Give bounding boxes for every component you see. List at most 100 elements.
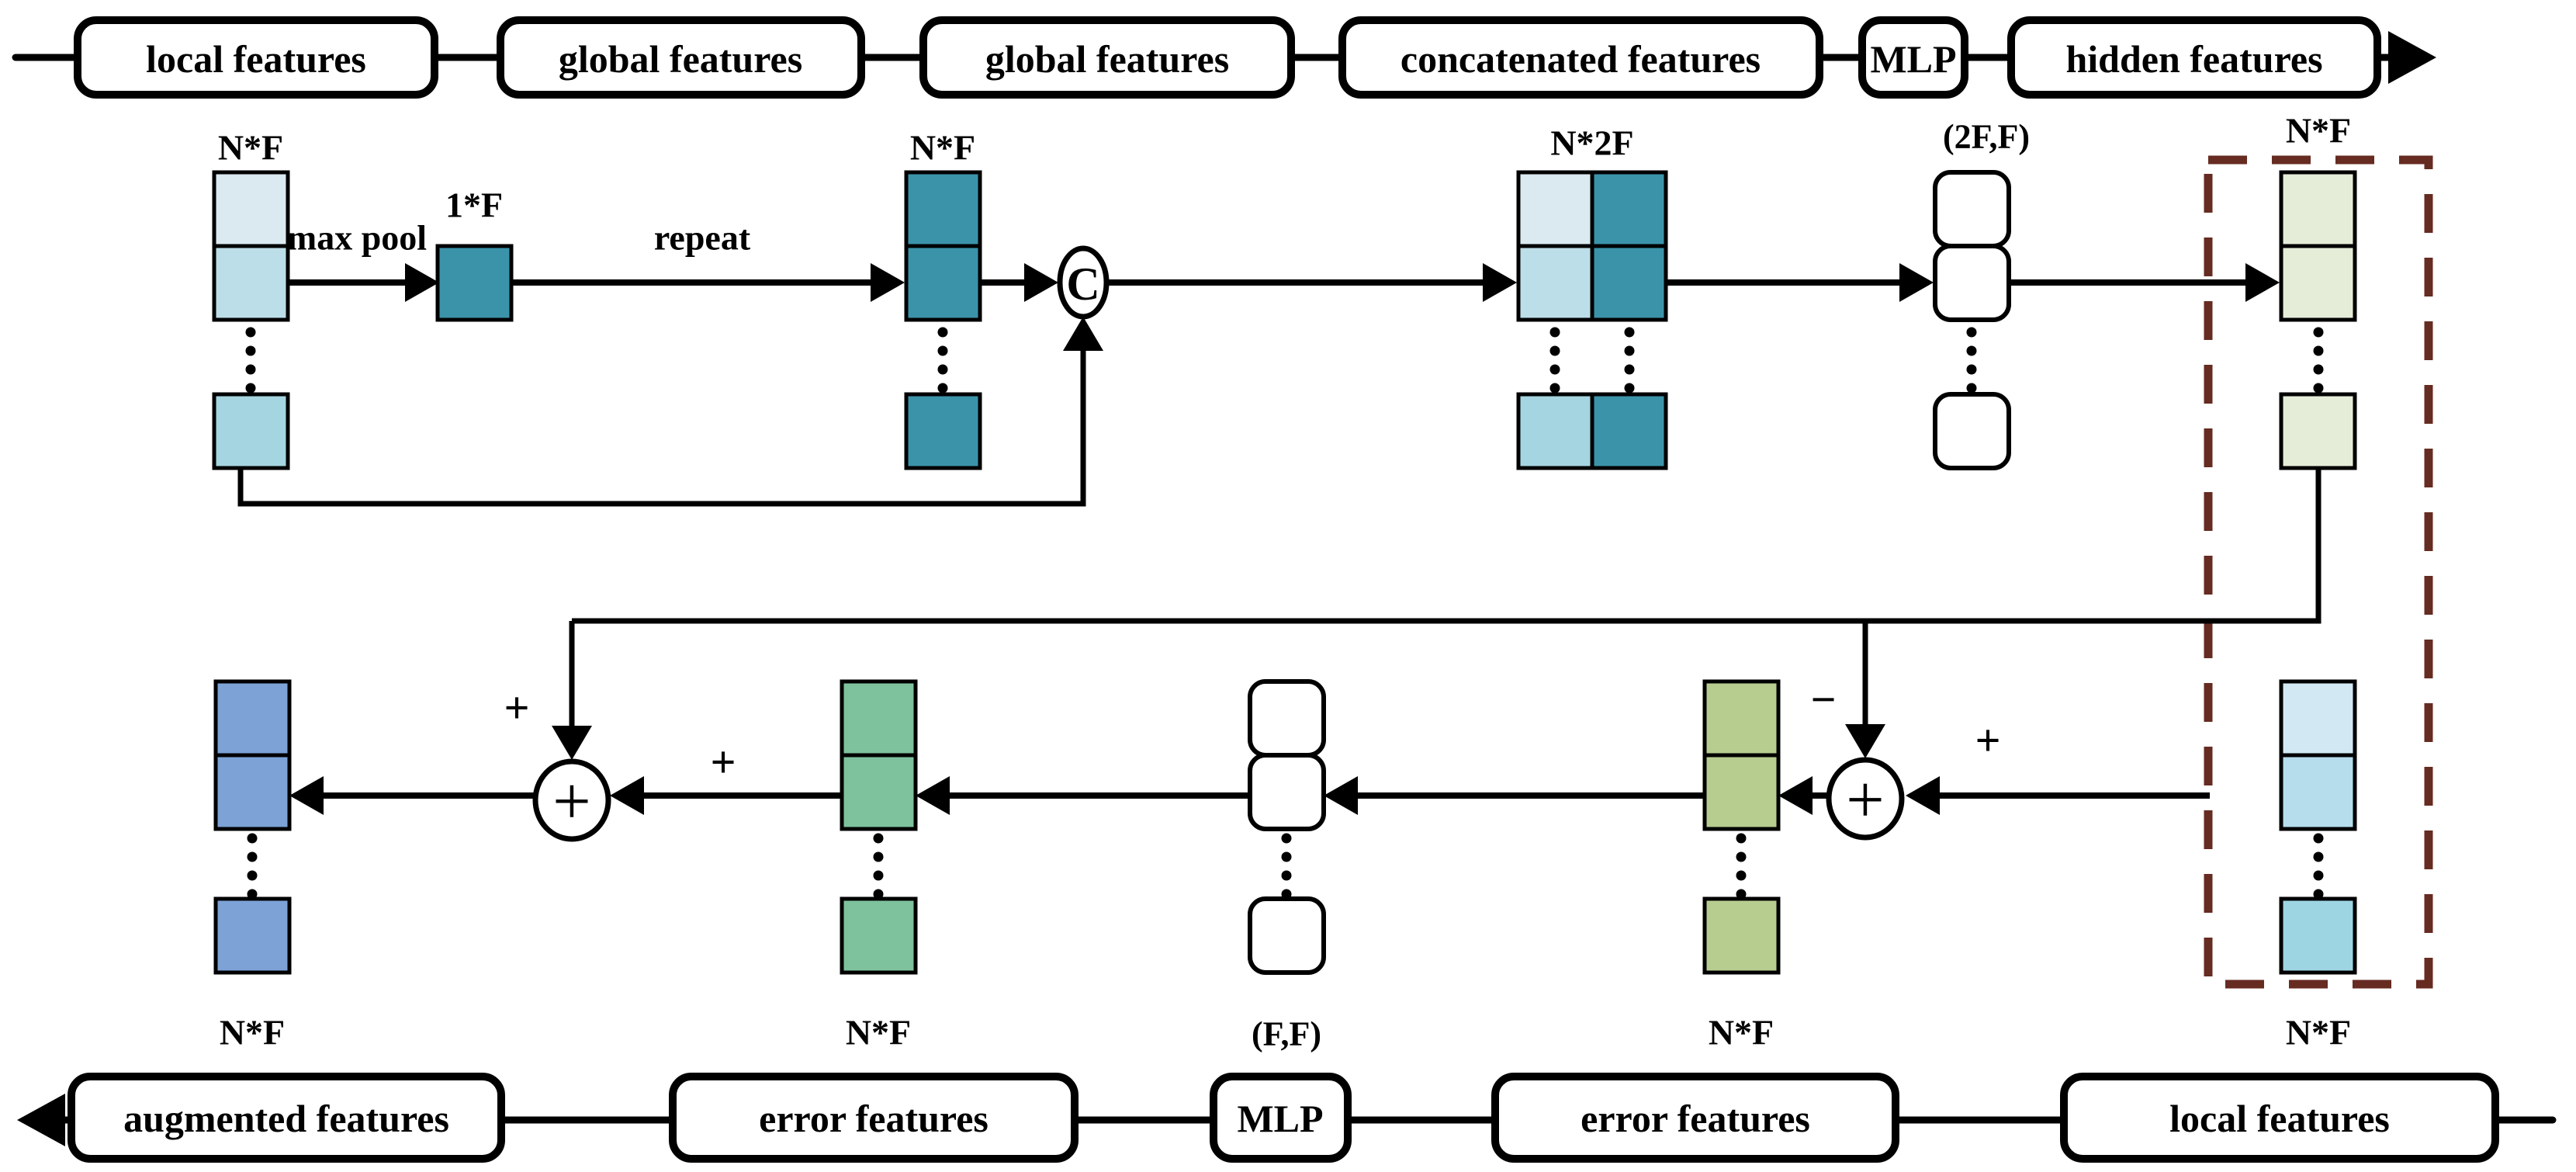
arrowhead-icon bbox=[289, 776, 324, 815]
mlp-cell bbox=[1248, 896, 1326, 975]
hidden-features-tensor: N*F bbox=[2279, 111, 2357, 470]
edge-error-right-to-mlp bbox=[1324, 776, 1705, 815]
tensor-cell bbox=[904, 170, 982, 248]
tensor-cell bbox=[2279, 392, 2357, 470]
plus-error-sign: + bbox=[710, 737, 736, 788]
ellipsis-dots bbox=[937, 327, 948, 394]
concat-symbol: C bbox=[1066, 258, 1099, 310]
edge-mlp-to-error-left bbox=[916, 776, 1250, 815]
skip-local-to-concat bbox=[237, 317, 1103, 507]
tensor-cell bbox=[1516, 170, 1594, 248]
edge-sum-to-error-right bbox=[1778, 776, 1829, 815]
local-bottom-dim-label: N*F bbox=[2286, 1013, 2351, 1052]
sum-node-left: + bbox=[532, 758, 611, 842]
global-repeated-dim-label: N*F bbox=[910, 128, 975, 168]
box-augmented-features bbox=[68, 1073, 505, 1163]
bottom-pipeline: augmented features error features MLP er… bbox=[17, 1073, 2557, 1163]
hidden-residual-lines bbox=[552, 468, 2322, 760]
box-concatenated-features-label: concatenated features bbox=[1401, 37, 1761, 81]
top-pipeline: local features global features global fe… bbox=[12, 16, 2436, 99]
ellipsis-dots bbox=[245, 327, 256, 394]
ellipsis-dots bbox=[1281, 833, 1292, 900]
tensor-cell bbox=[213, 753, 292, 831]
global-repeated-tensor: N*F bbox=[904, 128, 982, 470]
tensor-cell bbox=[212, 244, 290, 322]
arrowhead-icon bbox=[1899, 263, 1934, 302]
tensor-cell bbox=[435, 244, 514, 322]
hidden-dim-label: N*F bbox=[2286, 111, 2351, 151]
box-mlp-bottom-label: MLP bbox=[1237, 1097, 1323, 1140]
tensor-cell bbox=[213, 896, 292, 975]
box-concatenated-features bbox=[1338, 16, 1823, 99]
box-local-features-bottom-label: local features bbox=[2169, 1097, 2390, 1140]
mlp-top-dim-label: (2F,F) bbox=[1943, 118, 2030, 156]
error-right-dim-label: N*F bbox=[1709, 1013, 1774, 1052]
box-error-features-left bbox=[669, 1073, 1079, 1163]
repeat-edge: repeat bbox=[511, 218, 905, 302]
tensor-cell bbox=[2279, 896, 2357, 975]
local-features-tensor-bottom: N*F bbox=[2279, 679, 2357, 1052]
box-local-features-top-label: local features bbox=[146, 37, 366, 81]
plus-hidden-sign: + bbox=[504, 683, 529, 733]
ellipsis-dots bbox=[873, 833, 884, 900]
dashed-group-rect bbox=[2204, 155, 2433, 989]
tensor-cell bbox=[1516, 392, 1594, 470]
box-hidden-features bbox=[2007, 16, 2381, 99]
tensor-cell bbox=[840, 679, 918, 758]
mlp-bottom-dim-label: (F,F) bbox=[1252, 1015, 1321, 1053]
tensor-cell bbox=[1590, 244, 1668, 322]
box-mlp-top-label: MLP bbox=[1870, 37, 1956, 81]
tensor-cell bbox=[904, 392, 982, 470]
box-error-features-right bbox=[1491, 1073, 1899, 1163]
arrowhead-icon bbox=[552, 726, 592, 760]
augmented-features-tensor: N*F bbox=[213, 679, 292, 1052]
box-local-features-bottom bbox=[2060, 1073, 2499, 1163]
error-features-tensor-left: N*F bbox=[840, 679, 918, 1052]
plus-local-sign: + bbox=[1975, 716, 2000, 766]
ellipsis-dots bbox=[1549, 327, 1635, 394]
tensor-cell bbox=[1702, 679, 1781, 758]
box-augmented-features-label: augmented features bbox=[123, 1097, 449, 1140]
tensor-cell bbox=[840, 753, 918, 831]
arrowhead-icon bbox=[1324, 776, 1358, 815]
sum-right-symbol: + bbox=[1846, 763, 1885, 838]
tensor-cell bbox=[1702, 753, 1781, 831]
local-top-dim-label: N*F bbox=[218, 128, 283, 168]
augmented-dim-label: N*F bbox=[220, 1013, 285, 1052]
tensor-cell bbox=[213, 679, 292, 758]
arrowhead-icon bbox=[2245, 263, 2280, 302]
tensor-cell bbox=[2279, 170, 2357, 248]
ellipsis-dots bbox=[2313, 327, 2324, 394]
tensor-cell bbox=[1702, 896, 1781, 975]
ellipsis-dots bbox=[2313, 833, 2324, 900]
ellipsis-dots bbox=[1966, 327, 1977, 394]
edge-concat-to-concatenated bbox=[1106, 263, 1517, 302]
tensor-cell bbox=[1516, 244, 1594, 322]
max-pool-label: max pool bbox=[287, 218, 427, 258]
box-mlp-top bbox=[1858, 16, 1968, 99]
box-local-features-top bbox=[74, 16, 438, 99]
edge-local-to-right-sum bbox=[1906, 776, 2210, 815]
repeat-label: repeat bbox=[654, 218, 751, 258]
tensor-cell bbox=[1590, 392, 1668, 470]
edge-to-hidden bbox=[2009, 263, 2280, 302]
edge-to-mlp-top bbox=[1666, 263, 1934, 302]
box-global-features-1 bbox=[497, 16, 865, 99]
top-flow-arrow-icon bbox=[2388, 31, 2436, 84]
mlp-cell bbox=[1248, 679, 1326, 758]
box-global-features-2 bbox=[919, 16, 1295, 99]
tensor-cell bbox=[2279, 679, 2357, 758]
minus-hidden-sign: − bbox=[1810, 674, 1836, 725]
tensor-cell bbox=[1590, 170, 1668, 248]
edge-to-concat bbox=[980, 263, 1058, 302]
arrowhead-icon bbox=[405, 263, 439, 302]
arrowhead-icon bbox=[1483, 263, 1517, 302]
concatenated-tensor: N*2F bbox=[1516, 123, 1668, 470]
local-features-tensor-top: N*F bbox=[212, 128, 290, 470]
tensor-cell bbox=[212, 392, 290, 470]
box-global-features-1-label: global features bbox=[559, 37, 802, 81]
error-features-tensor-right: N*F bbox=[1702, 679, 1781, 1052]
ellipsis-dots bbox=[1736, 833, 1747, 900]
edge-left-sum-to-augmented bbox=[289, 776, 535, 815]
